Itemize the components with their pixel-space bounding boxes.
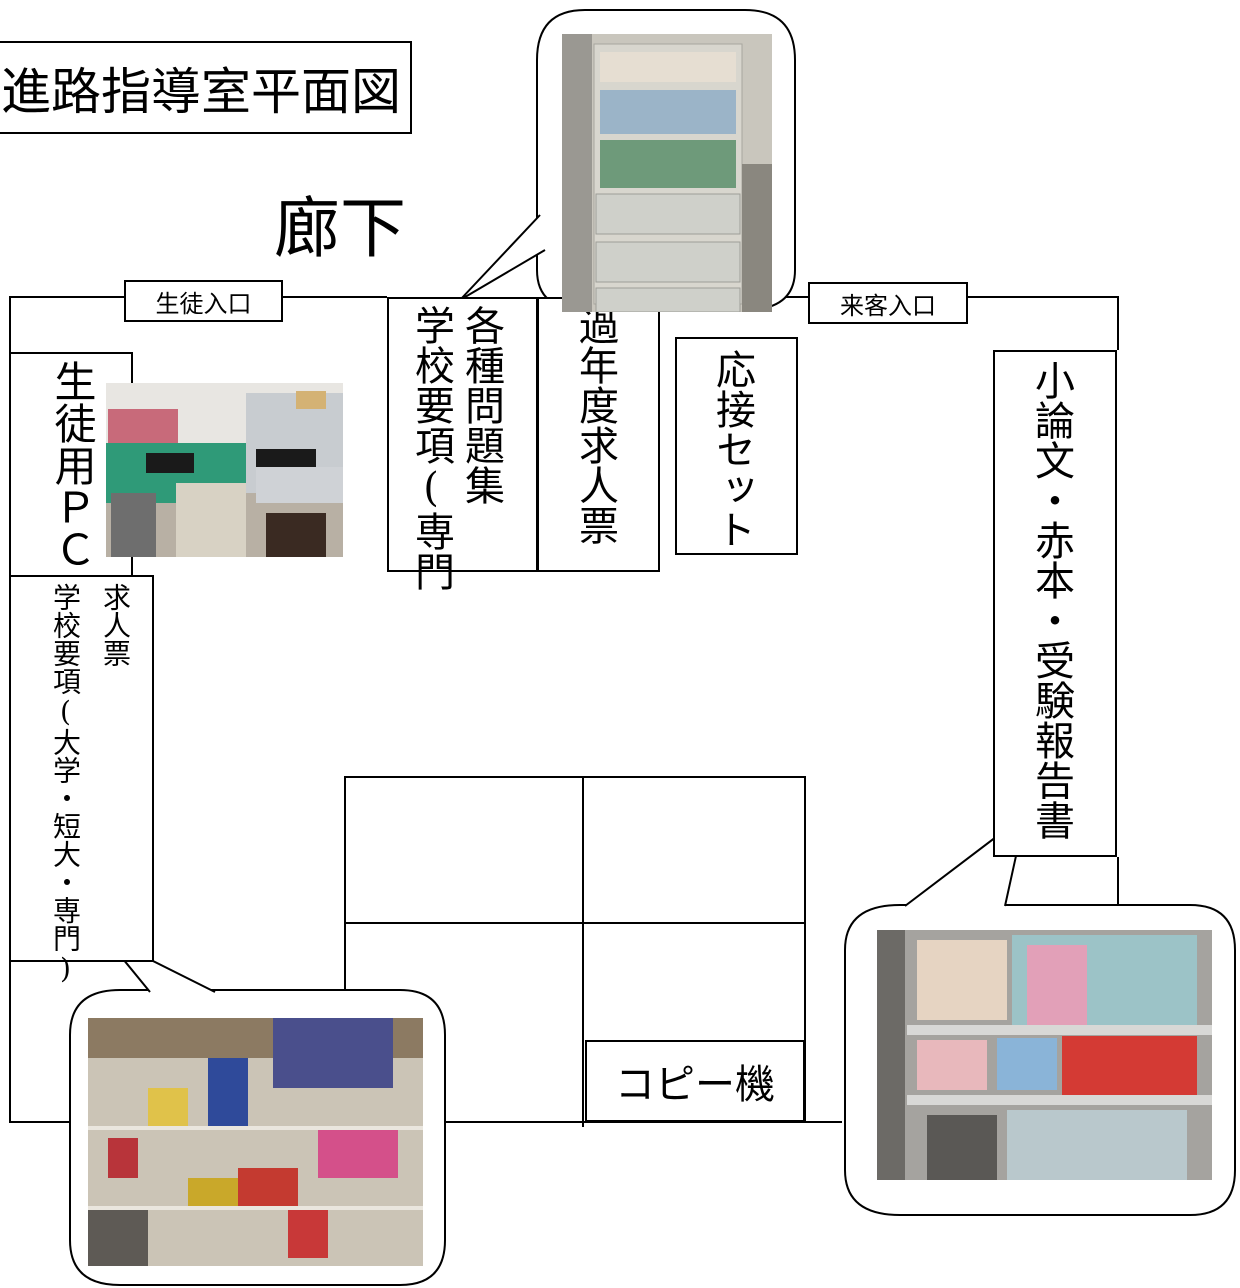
shelves-picture xyxy=(88,1018,423,1266)
table-group xyxy=(344,776,806,1123)
student-pc-label: 生徒用ＰＣ xyxy=(48,360,97,570)
cabinet-picture xyxy=(562,34,772,312)
shelf-job-offers: 学校要項(大学・短大・専門) 求人票 xyxy=(9,575,154,985)
essay-books-photo xyxy=(877,930,1212,1180)
reception-set-label: 応接セット xyxy=(709,349,755,549)
wall-right-top xyxy=(968,296,1119,350)
problem-collections-label: 各種問題集 xyxy=(458,305,504,505)
cabinet-past-job-offers: 過年度求人票 xyxy=(537,297,660,572)
shelf-essay-books: 小論文・赤本・受験報告書 xyxy=(993,350,1117,857)
cabinet-guides: 学校要項(専門 各種問題集 xyxy=(387,297,538,591)
page-title: 進路指導室平面図 xyxy=(0,41,412,134)
corridor-label: 廊下 xyxy=(274,190,406,267)
essay-books-label: 小論文・赤本・受験報告書 xyxy=(1028,360,1074,840)
student-entrance-label: 生徒入口 xyxy=(124,280,283,322)
copier-label: コピー機 xyxy=(585,1040,805,1122)
callout-top-pointer xyxy=(459,214,546,301)
essay-books-picture xyxy=(877,930,1212,1180)
shelves-photo xyxy=(88,1018,423,1266)
visitor-entrance-label: 来客入口 xyxy=(808,282,968,324)
job-offers-label: 求人票 xyxy=(99,583,132,667)
reception-set: 応接セット xyxy=(675,337,798,555)
student-pc-picture xyxy=(106,383,343,557)
school-guide-vocational-label: 学校要項(専門 xyxy=(408,305,454,591)
school-guide-univ-label: 学校要項(大学・短大・専門) xyxy=(49,583,82,985)
student-pc-photo xyxy=(106,383,343,557)
cabinet-photo xyxy=(562,34,772,312)
past-job-offers-label: 過年度求人票 xyxy=(572,305,618,545)
